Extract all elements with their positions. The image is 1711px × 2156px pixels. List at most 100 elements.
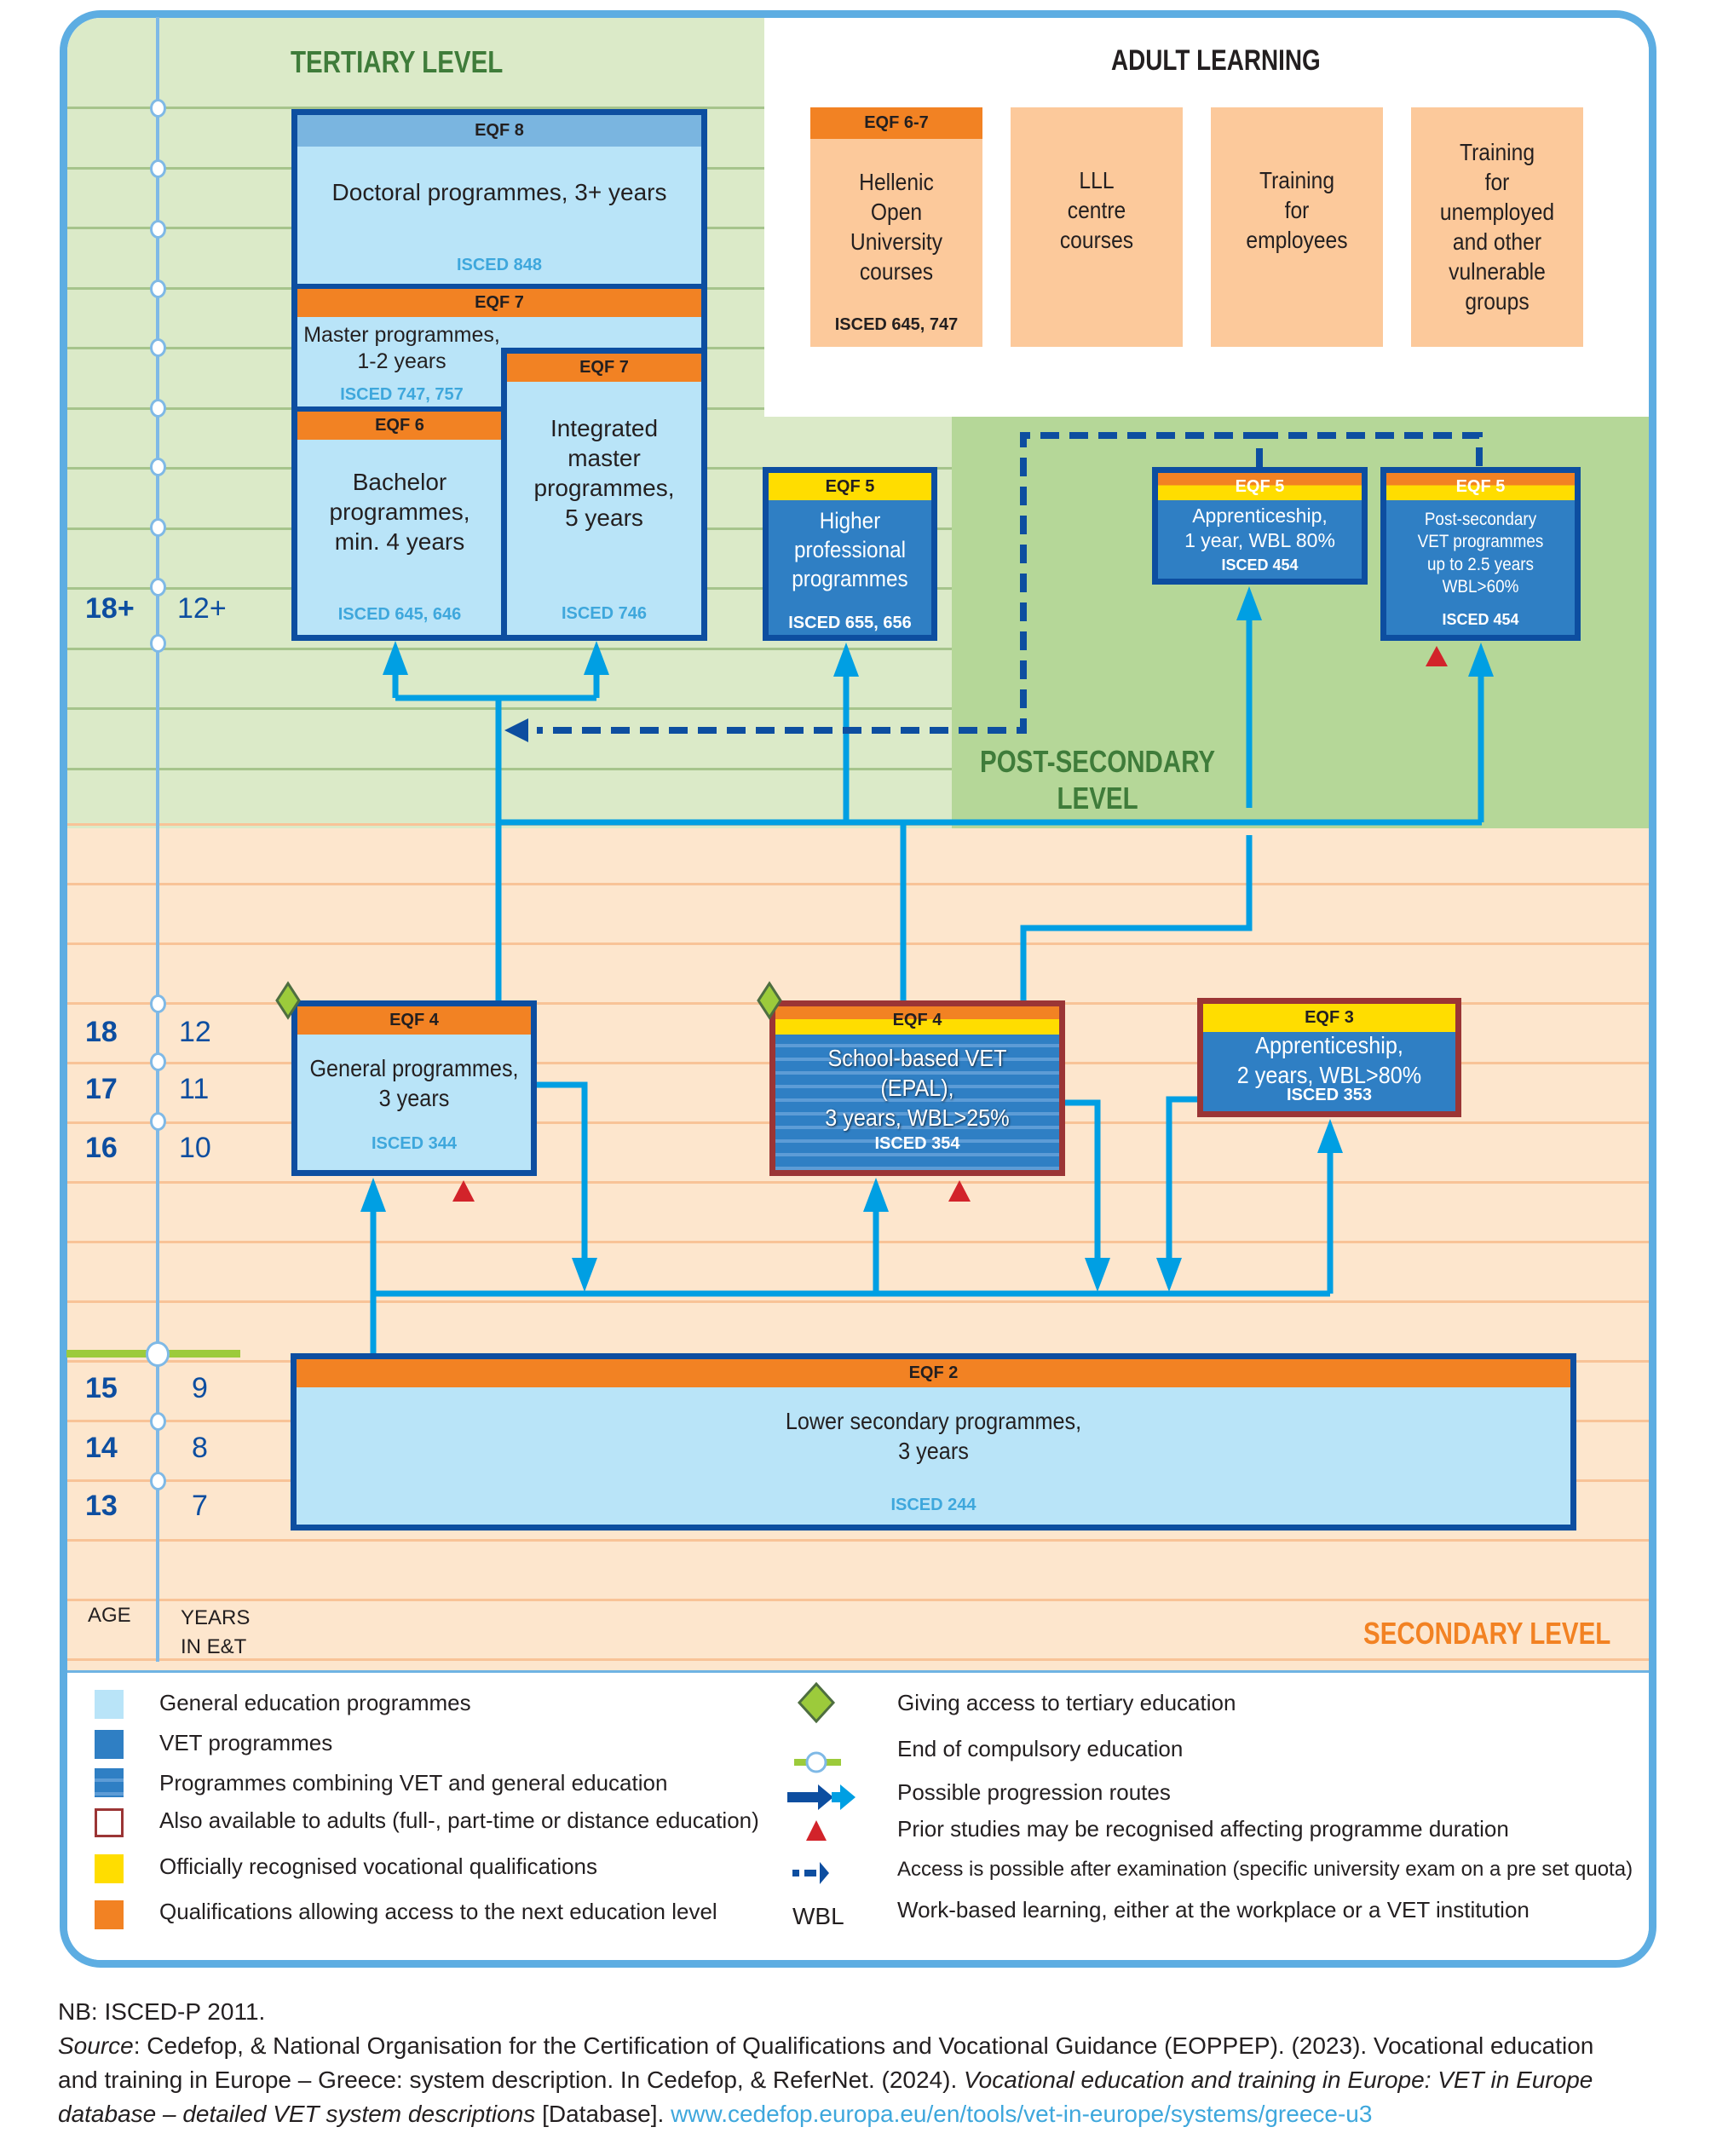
exam-access-dashed-route [537,432,1263,734]
integrated-title: Integrated master programmes, 5 years [533,415,675,531]
arrowhead-up [1236,586,1262,620]
orange-swatch [95,1900,124,1929]
secondary-level-heading: SECONDARY LEVEL [1363,1616,1611,1651]
legend-general: General education programmes [159,1690,471,1715]
green-diamond-icon [275,981,301,1020]
eqf-badge-7: EQF 7 [297,289,701,317]
divider [297,406,507,412]
age-18: 18 [85,1016,118,1048]
adult-box-hellenic-open-university: EQF 6-7 Hellenic Open University courses… [810,107,982,347]
gridline [67,768,1649,770]
arrowhead-up [1468,643,1494,677]
years-label: YEARS IN E&T [181,1606,251,1658]
axis-tick [150,399,166,418]
dashed-arrow-icon [792,1862,829,1884]
arrow-to-university [395,695,596,1000]
source-link[interactable]: www.cedefop.europa.eu/en/tools/vet-in-eu… [671,2101,1373,2127]
adult-box-training-unemployed: Training for unemployed and other vulner… [1411,107,1583,347]
lower-secondary-box: EQF 2 Lower secondary programmes, 3 year… [291,1353,1576,1531]
gridline [67,943,1649,945]
legend-exam-access: Access is possible after examination (sp… [897,1858,1633,1881]
legend-access: Qualifications allowing access to the ne… [159,1899,717,1924]
source-text-2: and training in Europe – Greece: system … [58,2067,965,2093]
arrowhead-up [1317,1119,1343,1153]
higher-professional-title: Higher professional programmes [792,508,908,591]
arrowhead-down [1156,1258,1182,1292]
age-18plus: 18+ [85,592,135,625]
source-line-1: Source: Cedefop, & National Organisation… [58,2032,1593,2060]
age-16: 16 [85,1132,118,1164]
gridline [67,1658,1649,1661]
red-triangle-icon [452,1180,475,1202]
adult-learning-heading: ADULT LEARNING [1111,44,1321,77]
epal-isced: ISCED 354 [874,1134,960,1153]
arrowhead-down [1085,1258,1110,1292]
gridline [67,707,1649,710]
red-triangle-icon [806,1820,827,1841]
exam-access-dashed-route-2 [1259,432,1483,467]
axis-tick [150,280,166,298]
epal-box: EQF 4 School-based VET (EPAL), 3 years, … [769,1000,1065,1176]
source-text-3: [Database]. [535,2101,671,2127]
source-line-2: and training in Europe – Greece: system … [58,2067,1593,2094]
apprenticeship-eqf3-isced: ISCED 353 [1286,1086,1373,1104]
higher-professional-isced: ISCED 655, 656 [788,614,912,632]
adult-box-title: LLL centre courses [1059,166,1134,253]
dashed-arrowhead-left [504,718,528,742]
integrated-isced: ISCED 746 [561,604,648,623]
apprenticeship-eqf3-title: Apprenticeship, 2 years, WBL>80% [1236,1032,1422,1088]
eqf-badge-4: EQF 4 [775,1006,1059,1035]
age-15: 15 [85,1372,118,1404]
source-title: Vocational education and training in Eur… [964,2067,1593,2093]
eqf-badge-5: EQF 5 [1386,473,1575,500]
apprenticeship-1yr-isced: ISCED 454 [1221,556,1299,574]
source-database-title: database – detailed VET system descripti… [58,2101,536,2127]
lower-secondary-isced: ISCED 244 [890,1496,976,1514]
years-8: 8 [192,1432,208,1464]
red-triangle-icon [1426,646,1448,666]
legend-compulsory: End of compulsory education [897,1736,1184,1761]
wbl-symbol: WBL [792,1903,844,1929]
axis-tick [150,994,166,1013]
progression-routes [275,432,1494,1353]
general-programmes-title: General programmes, 3 years [309,1055,519,1111]
age-axis-line [156,17,159,1662]
axis-tick [150,634,166,653]
legend-tertiary-access: Giving access to tertiary education [897,1690,1236,1715]
eqf-badge-8: EQF 8 [297,115,701,147]
gridline [67,1300,1649,1303]
arrowhead-up [360,1178,386,1212]
legend-adults: Also available to adults (full-, part-ti… [159,1807,759,1833]
axis-tick [150,159,166,178]
footnote-nb: NB: ISCED-P 2011. [58,1998,266,2025]
adult-outline-swatch [95,1808,124,1837]
axis-tick [150,99,166,118]
divider [297,284,701,289]
vet-swatch [95,1730,124,1759]
years-7: 7 [192,1490,208,1522]
legend-prior-studies: Prior studies may be recognised affectin… [897,1816,1509,1842]
age-17: 17 [85,1073,118,1105]
source-line-3: database – detailed VET system descripti… [58,2101,1372,2128]
doctoral-isced: ISCED 848 [456,256,543,274]
eqf-badge-5: EQF 5 [1158,473,1362,500]
diamond-icon [797,1681,836,1724]
gridline [67,648,1649,650]
compulsory-end-circle [805,1751,827,1773]
eqf-badge-6: EQF 6 [297,412,502,440]
arrowhead-up [383,641,408,675]
years-12plus: 12+ [177,592,227,625]
green-diamond-icon [757,981,782,1020]
epal-to-apprenticeship-1yr [1020,835,1253,1000]
progression-arrow-icon [787,1784,856,1810]
bachelor-isced: ISCED 645, 646 [337,605,462,624]
isced-code: ISCED 645, 747 [834,315,959,334]
tertiary-level-heading: TERTIARY LEVEL [291,44,504,79]
epal-to-bus [1065,1099,1101,1261]
legend-icons-right [787,1681,856,1884]
eqf-badge-5: EQF 5 [769,473,931,500]
axis-tick [150,578,166,597]
legend-vet: VET programmes [159,1730,333,1755]
adult-box-title: Training for employees [1246,166,1348,253]
red-triangle-icon [948,1180,971,1202]
